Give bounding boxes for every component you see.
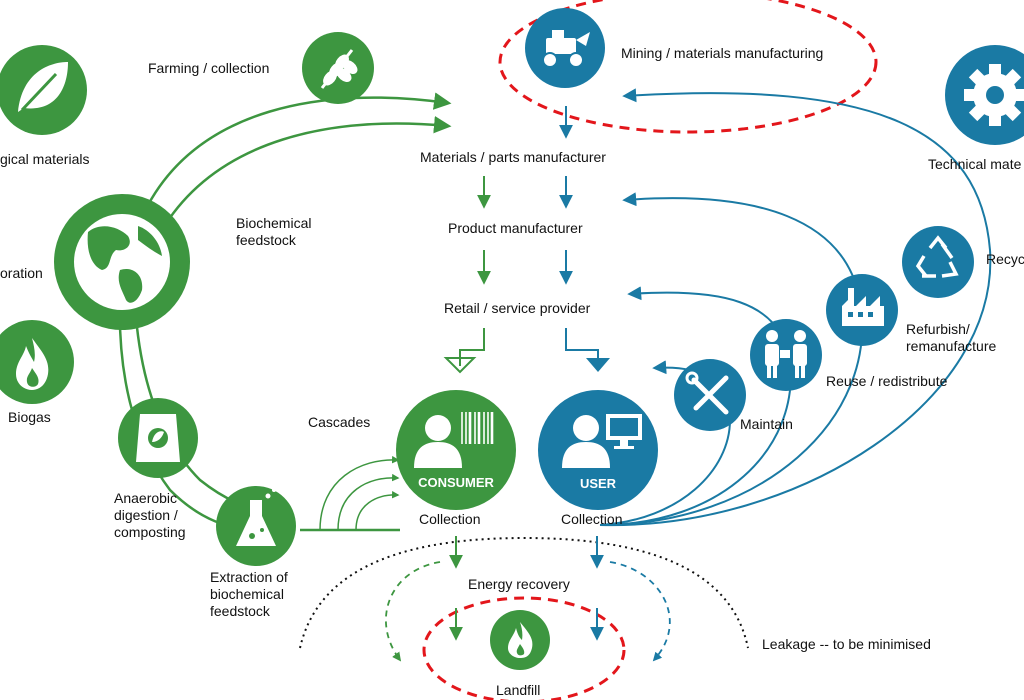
recycle-icon [915,235,959,278]
wheat-icon [320,49,358,89]
green-elbow-head [443,357,477,374]
biochemical-feedstock-label-2: feedstock [236,232,296,248]
leaf-icon [18,62,68,112]
flask-icon [236,488,276,546]
user-caption: USER [579,476,617,491]
user-node [538,390,658,510]
reuse-node [750,319,822,391]
extraction-node [216,486,296,566]
recycle-loop [599,88,992,527]
extraction-label-3: feedstock [210,603,270,619]
landfill-highlight-ellipse [422,596,626,700]
cascade-arc-1 [319,455,400,531]
gear-icon [964,64,1024,126]
anaerobic-label-2: digestion / [114,507,178,523]
biogas-label: Biogas [8,409,51,425]
tools-icon [685,371,729,415]
recycle-label: Recyc [986,251,1024,267]
tractor-icon [542,30,590,68]
people-exchange-icon [765,330,807,378]
materials-manufacturer-label: Materials / parts manufacturer [420,149,606,165]
green-dashed-arc [385,561,441,662]
mining-highlight-ellipse [498,0,878,134]
biogas-node [0,320,74,404]
anaerobic-label-3: composting [114,524,186,540]
restoration-label: oration [0,265,43,281]
landfill-label: Landfill [496,682,541,698]
landfill-flame-icon [508,622,533,658]
bio-outer-arc [146,92,452,206]
cascade-arc-3 [355,490,400,531]
collection-left-label: Collection [419,511,481,527]
energy-recovery-label: Energy recovery [468,576,570,592]
blue-dashed-arc [609,561,671,662]
technical-materials-node [945,45,1024,145]
mining-node [525,8,605,88]
refurbish-label-2: remanufacture [906,338,997,354]
maintain-label: Maintain [740,416,793,432]
flame-icon [16,338,49,390]
refurbish-label-1: Refurbish/ [906,321,970,337]
retail-label: Retail / service provider [444,300,591,316]
cascades-label: Cascades [308,414,371,430]
wheat-node [302,32,374,104]
mining-label: Mining / materials manufacturing [621,45,824,61]
consumer-node [396,390,516,510]
globe-node [54,194,190,330]
consumer-caption: CONSUMER [418,475,494,490]
leakage-arc [299,536,749,649]
consumer-barcode-icon [414,412,494,468]
blue-elbow-head [586,358,610,372]
fertilizer-sack-icon [136,414,180,462]
anaerobic-node [118,398,198,478]
globe-icon [74,214,170,310]
factory-icon [842,288,884,326]
technical-materials-label: Technical mate [928,156,1022,172]
maintain-node [674,359,746,431]
biochemical-feedstock-label-1: Biochemical [236,215,312,231]
extraction-label-2: biochemical [210,586,284,602]
biological-materials-label: gical materials [0,151,90,167]
collection-right-label: Collection [561,511,623,527]
farming-collection-label: Farming / collection [148,60,270,76]
leakage-label: Leakage -- to be minimised [762,636,931,652]
refurbish-node [826,274,898,346]
reuse-label: Reuse / redistribute [826,373,948,389]
anaerobic-label-1: Anaerobic [114,490,178,506]
extraction-label-1: Extraction of [210,569,288,585]
bio-inner-arc [163,115,452,226]
cascade-arc-2 [337,473,400,531]
leaf-node [0,45,87,135]
blue-elbow-to-user [565,328,599,362]
user-computer-icon [562,414,642,468]
landfill-node [490,610,550,670]
recycle-node [902,226,974,298]
product-manufacturer-label: Product manufacturer [448,220,583,236]
